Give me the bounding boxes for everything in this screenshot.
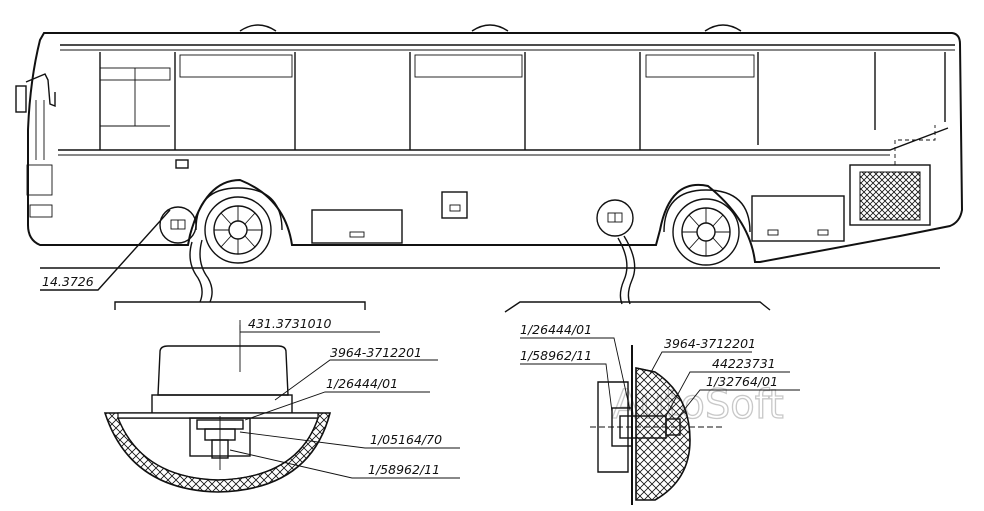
left-label-washer: 1/26444/01: [326, 376, 398, 391]
right-label-bracket: 3964-3712201: [664, 336, 756, 351]
rear-wheel: [672, 198, 740, 266]
right-label-lamp: 44223731: [712, 356, 776, 371]
lamp-location-rear: [596, 199, 634, 237]
left-detail-view: 431.3731010 3964-3712201 1/26444/01 1/05…: [103, 301, 460, 493]
roof-vent-2: [471, 24, 509, 32]
bus-callout-label: 14.3726: [42, 274, 94, 289]
left-label-part-top: 431.3731010: [248, 316, 332, 331]
bus-side-view: 14.3726: [15, 24, 964, 305]
roof-vent-1: [239, 24, 277, 32]
right-label-bolt: 1/58962/11: [520, 348, 592, 363]
right-detail-view: 1/26444/01 1/58962/11 3964-3712201 44223…: [504, 301, 800, 505]
roof-vent-3: [704, 24, 742, 32]
right-label-nut: 1/32764/01: [706, 374, 778, 389]
right-label-washer: 1/26444/01: [520, 322, 592, 337]
bus-body-outline: [27, 32, 964, 263]
left-label-nut: 1/05164/70: [370, 432, 442, 447]
front-wheel: [204, 196, 272, 264]
mirror: [15, 85, 27, 113]
lamp-location-front: [159, 206, 197, 244]
right-lamp-housing: [597, 381, 629, 473]
lamp-housing: [157, 345, 289, 396]
left-label-bracket: 3964-3712201: [330, 345, 422, 360]
radiator-grille: [849, 164, 931, 226]
left-label-bolt: 1/58962/11: [368, 462, 440, 477]
